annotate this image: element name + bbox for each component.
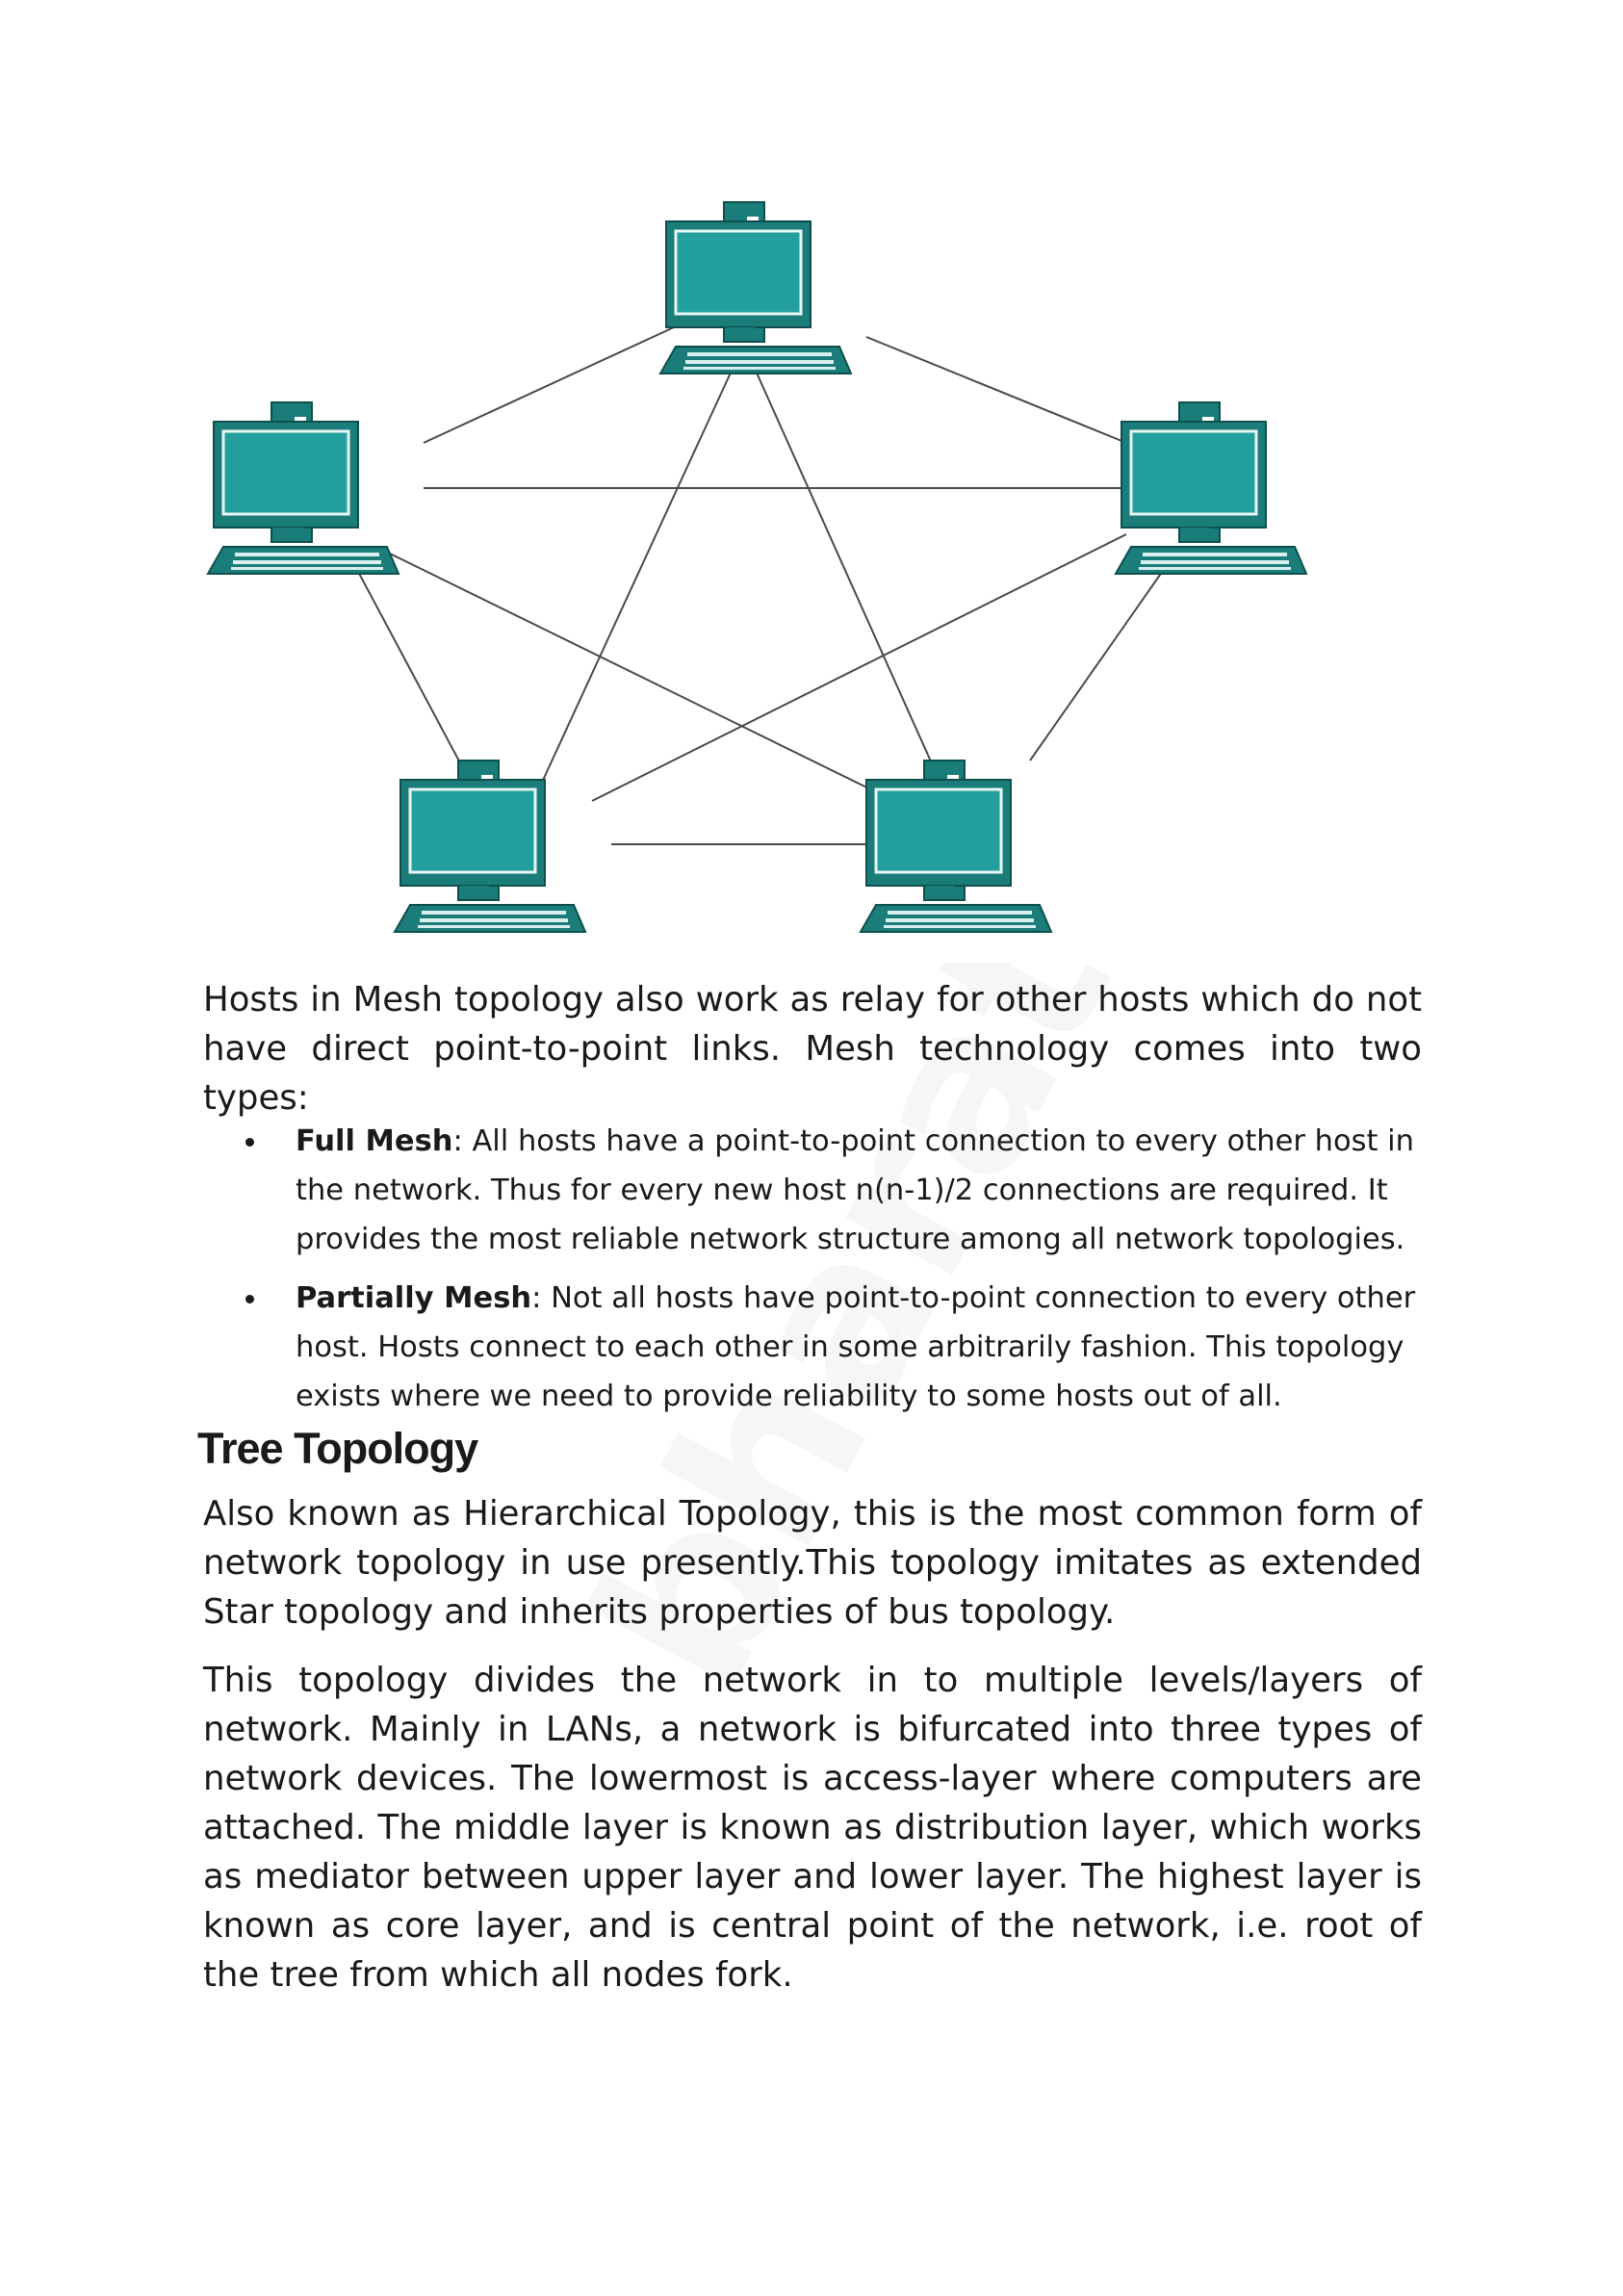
link-top-bottomleft bbox=[533, 370, 733, 800]
mesh-intro-paragraph: Hosts in Mesh topology also work as rela… bbox=[203, 980, 1422, 1118]
link-right-bottomleft bbox=[591, 533, 1127, 802]
link-top-bottomright bbox=[755, 370, 944, 790]
link-top-right bbox=[865, 336, 1132, 446]
link-top-left bbox=[423, 326, 675, 444]
tree-paragraph-2: This topology divides the network in to … bbox=[203, 1661, 1422, 1995]
tree-topology-heading: Tree Topology bbox=[197, 1424, 478, 1473]
computer-top-icon bbox=[658, 200, 853, 375]
computer-right-icon bbox=[1114, 400, 1308, 576]
bullet-icon bbox=[245, 1138, 254, 1147]
computer-bottom-right-icon bbox=[859, 759, 1053, 934]
bullet-icon bbox=[245, 1295, 254, 1303]
partial-mesh-term: Partially Mesh bbox=[296, 1281, 532, 1315]
partial-mesh-description: : Not all hosts have point-to-point conn… bbox=[296, 1281, 1416, 1413]
full-mesh-term: Full Mesh bbox=[296, 1124, 453, 1158]
tree-paragraph-1: Also known as Hierarchical Topology, thi… bbox=[203, 1494, 1422, 1632]
computer-left-icon bbox=[206, 400, 400, 576]
full-mesh-description: : All hosts have a point-to-point connec… bbox=[296, 1124, 1414, 1256]
list-item-full-mesh: Full Mesh: All hosts have a point-to-poi… bbox=[203, 1117, 1422, 1264]
mesh-types-list: Full Mesh: All hosts have a point-to-poi… bbox=[203, 1117, 1422, 1431]
link-left-bottomleft bbox=[355, 567, 473, 786]
link-right-bottomright bbox=[1029, 567, 1166, 761]
list-item-partial-mesh: Partially Mesh: Not all hosts have point… bbox=[203, 1274, 1422, 1421]
mesh-topology-diagram bbox=[206, 200, 1308, 934]
link-left-bottomright bbox=[389, 553, 891, 800]
computer-bottom-left-icon bbox=[393, 759, 587, 934]
